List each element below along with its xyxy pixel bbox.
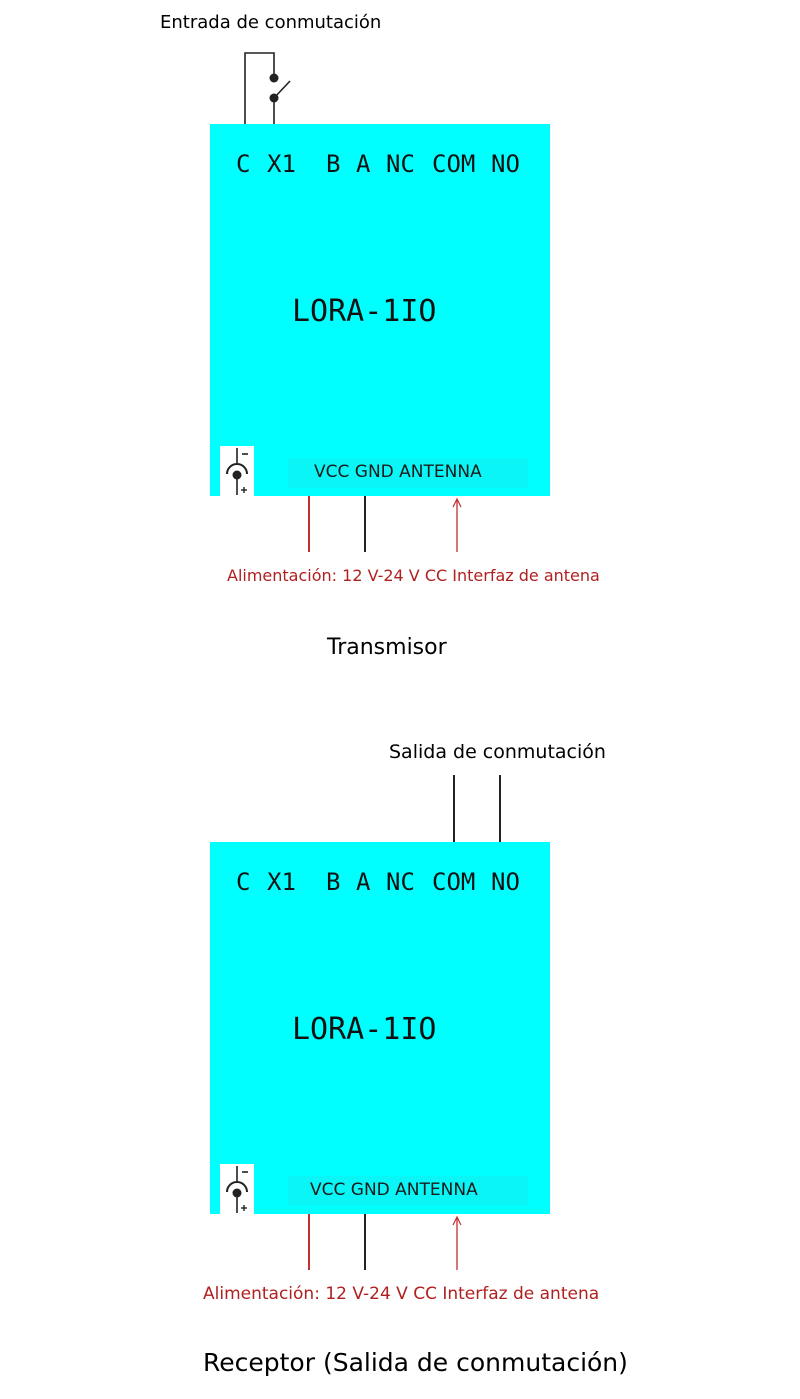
- terminal-no: NO: [491, 150, 520, 178]
- terminal-a: A: [356, 868, 371, 896]
- power-pin-strip: [288, 458, 528, 488]
- vcc-wire: [308, 496, 310, 552]
- gnd-wire: [364, 496, 366, 552]
- terminal-com: COM: [432, 868, 476, 896]
- com-output-wire: [453, 775, 455, 842]
- terminal-c: C: [236, 150, 251, 178]
- power-pin-labels: VCC GND ANTENNA: [314, 462, 482, 482]
- arrow-up-icon: [452, 497, 462, 552]
- power-pin-labels: VCC GND ANTENNA: [310, 1180, 478, 1200]
- terminal-nc: NC: [386, 150, 415, 178]
- arrow-up-icon: [452, 1215, 462, 1270]
- switch-symbol-icon: [244, 52, 291, 125]
- receiver-module: C X1 B A NC COM NO LORA-1IO VCC GND ANTE…: [210, 842, 550, 1216]
- power-note: Alimentación: 12 V-24 V CC Interfaz de a…: [203, 1284, 600, 1304]
- switch-input-label: Entrada de conmutación: [160, 12, 382, 33]
- power-pin-strip: [288, 1176, 528, 1206]
- model-name: LORA-1IO: [292, 294, 437, 329]
- transmitter-module: C X1 B A NC COM NO LORA-1IO VCC GND ANTE…: [210, 124, 550, 498]
- no-output-wire: [499, 775, 501, 842]
- power-note: Alimentación: 12 V-24 V CC Interfaz de a…: [227, 566, 600, 585]
- model-name: LORA-1IO: [292, 1012, 437, 1047]
- dc-polarity-icon: [220, 446, 254, 498]
- terminal-com: COM: [432, 150, 476, 178]
- terminal-b: B: [326, 868, 341, 896]
- terminal-no: NO: [491, 868, 520, 896]
- terminal-b: B: [326, 150, 341, 178]
- dc-polarity-icon: [220, 1164, 254, 1216]
- transmitter-caption: Transmisor: [327, 635, 447, 660]
- terminal-a: A: [356, 150, 371, 178]
- terminal-c: C: [236, 868, 251, 896]
- terminal-x1: X1: [267, 868, 296, 896]
- receiver-caption: Receptor (Salida de conmutación): [203, 1348, 628, 1377]
- gnd-wire: [364, 1214, 366, 1270]
- terminal-nc: NC: [386, 868, 415, 896]
- terminal-x1: X1: [267, 150, 296, 178]
- switch-output-label: Salida de conmutación: [389, 741, 606, 763]
- vcc-wire: [308, 1214, 310, 1270]
